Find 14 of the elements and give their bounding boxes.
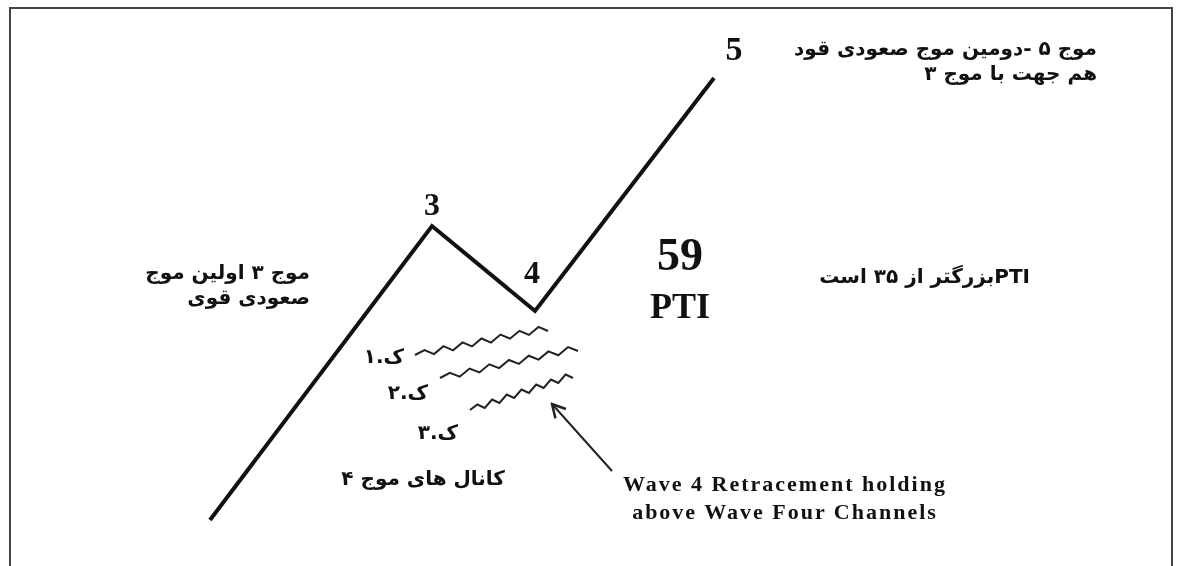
wave-note: موج ۵ -دومین موج صعودی قود هم جهت با موج ۳ — [793, 36, 1097, 86]
wave-number: 4 — [523, 253, 541, 292]
channel-label: ک.۱ — [362, 344, 404, 369]
wave-note: موج ۳ اولین موج صعودی قوی — [144, 260, 310, 310]
wave-number: 3 — [423, 185, 441, 224]
channel-label: ک.۲ — [386, 380, 428, 405]
indicator-note: PTIبزرگتر از ۳۵ است — [818, 264, 1030, 289]
channels-caption: کانال های موج ۴ — [340, 466, 505, 491]
channel-label: ک.۳ — [416, 420, 458, 445]
arrow — [550, 402, 613, 472]
indicator-name: PTI — [649, 285, 711, 328]
annotation-text: Wave 4 Retracement holding above Wave Four Channels — [590, 470, 980, 525]
indicator-value: 59 — [656, 228, 704, 282]
wave-number: 5 — [724, 29, 744, 69]
